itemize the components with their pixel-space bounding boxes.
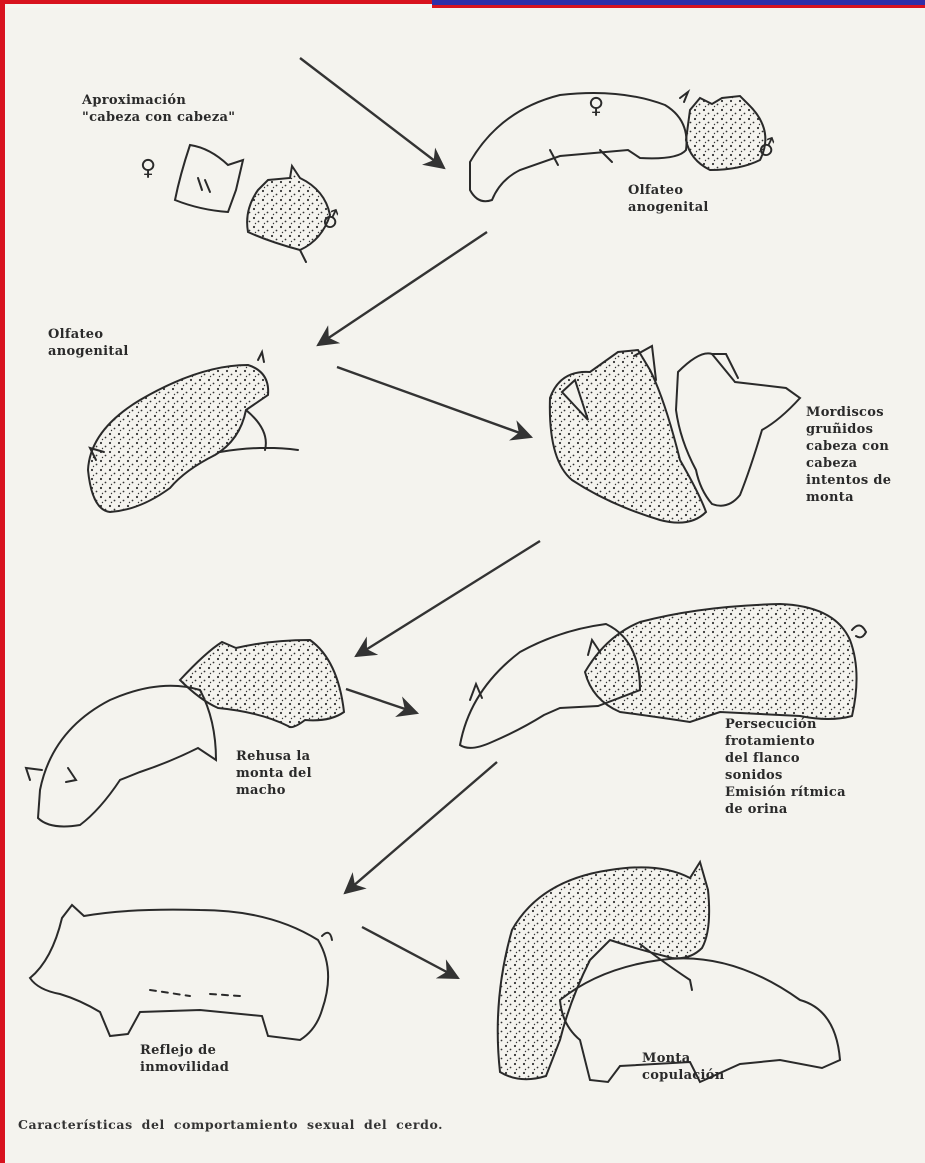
scene-sniff-2 — [88, 352, 298, 512]
boar-body-3 — [88, 365, 268, 512]
female-symbol-1: ♀ — [140, 158, 156, 180]
sow-body-7 — [30, 905, 328, 1040]
arrow-1 — [300, 58, 444, 168]
arrow-5 — [346, 689, 417, 713]
label-mount: Monta copulación — [642, 1050, 724, 1084]
label-sniff-second: Olfateo anogenital — [48, 326, 129, 360]
arrow-3 — [337, 367, 531, 437]
boar-body-6 — [585, 604, 857, 722]
female-symbol-2: ♀ — [588, 96, 604, 118]
scene-reflex — [30, 905, 332, 1040]
scene-sniff-1 — [470, 92, 765, 201]
flow-arrows — [300, 58, 540, 978]
label-pursuit: Persecución frotamiento del flanco sonid… — [725, 716, 846, 818]
label-refuse: Rehusa la monta del macho — [236, 748, 312, 799]
boar-head-2 — [686, 96, 765, 170]
figure-caption: Características del comportamiento sexua… — [18, 1117, 443, 1132]
label-reflex: Reflejo de inmovilidad — [140, 1042, 229, 1076]
arrow-4 — [356, 541, 540, 656]
scene-heads — [550, 346, 800, 523]
boar-head-1 — [247, 166, 330, 250]
sow-body-5 — [38, 686, 216, 827]
scene-mount — [498, 862, 840, 1082]
label-bites: Mordiscos gruñidos cabeza con cabeza int… — [806, 404, 891, 506]
sow-head-1 — [175, 145, 243, 212]
label-sniff-first: Olfateo anogenital — [628, 182, 709, 216]
arrow-2 — [318, 232, 487, 345]
arrow-7 — [362, 927, 458, 978]
label-approach: Aproximación "cabeza con cabeza" — [82, 92, 235, 126]
arrow-6 — [345, 762, 497, 893]
scene-approach — [175, 145, 330, 262]
